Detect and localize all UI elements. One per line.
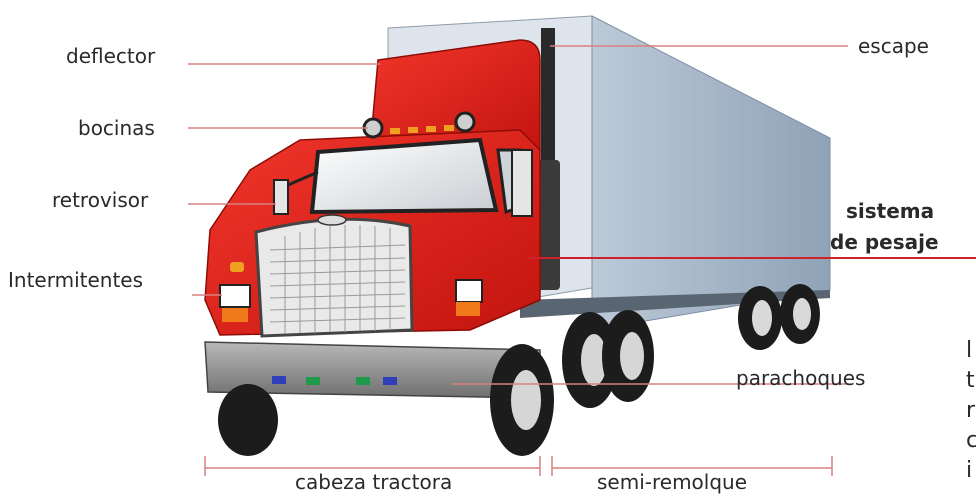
label-escape: escape <box>858 34 929 58</box>
label-cabeza-tractora: cabeza tractora <box>295 470 452 494</box>
windshield <box>312 140 496 212</box>
label-semi-remolque: semi-remolque <box>597 470 747 494</box>
tractor-cab <box>205 40 554 456</box>
label-parachoques: parachoques <box>736 366 865 390</box>
label-sistema-line2: de pesaje <box>830 230 939 254</box>
clipped-letter: t <box>966 366 976 396</box>
label-sistema-line1: sistema <box>846 199 934 223</box>
clipped-letter: c <box>966 426 976 456</box>
label-deflector: deflector <box>66 44 155 68</box>
clipped-letter: i <box>966 456 976 486</box>
trailer-side <box>592 16 830 330</box>
clipped-letter: r <box>966 396 976 426</box>
label-retrovisor: retrovisor <box>52 188 148 212</box>
front-grille <box>256 215 412 336</box>
clipped-letter: l <box>966 336 976 366</box>
clipped-text-column: l t r c i <box>966 336 976 486</box>
label-bocinas: bocinas <box>78 116 155 140</box>
label-intermitentes: Intermitentes <box>8 268 143 292</box>
